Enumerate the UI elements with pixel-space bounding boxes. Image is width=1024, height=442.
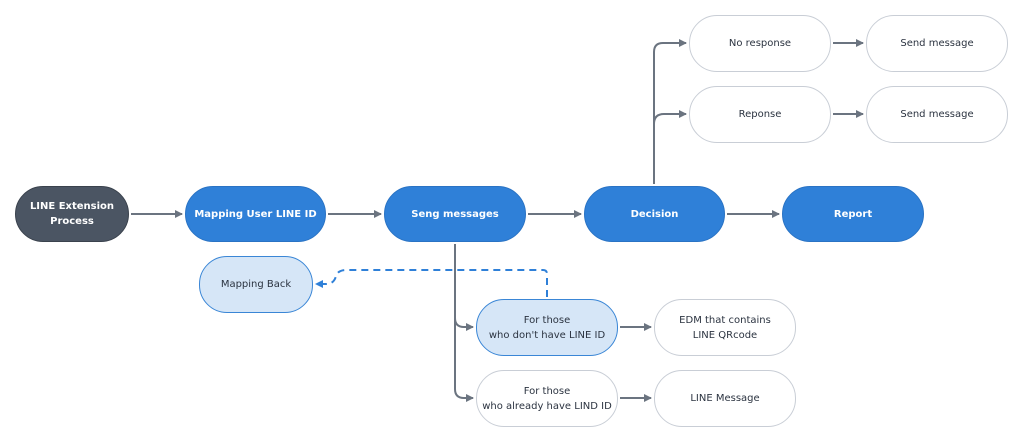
send-message-node-1[interactable]: Send message [866, 15, 1008, 72]
node-label: EDM that contains LINE QRcode [679, 314, 771, 341]
node-label: For those who already have LIND ID [482, 385, 612, 412]
node-label: Mapping Back [220, 279, 292, 290]
node-label: Decision [630, 208, 679, 220]
line-message-node[interactable]: LINE Message [654, 370, 796, 427]
line-extension-process-node[interactable]: LINE Extension Process [15, 186, 129, 242]
node-label: Send message [900, 38, 974, 49]
node-label: Seng messages [411, 208, 499, 220]
seng-messages-node[interactable]: Seng messages [384, 186, 526, 242]
node-label: Send message [900, 109, 974, 120]
edge-seng-messages-to-have-lind-id [454, 318, 474, 402]
no-response-node[interactable]: No response [689, 15, 831, 72]
node-label: Reponse [738, 109, 782, 120]
node-label: LINE Extension Process [29, 201, 115, 227]
mapping-user-line-id-node[interactable]: Mapping User LINE ID [185, 186, 326, 242]
report-node[interactable]: Report [782, 186, 924, 242]
node-label: Mapping User LINE ID [194, 208, 317, 220]
node-label: For those who don't have LINE ID [488, 314, 606, 341]
edge-seng-messages-to-no-line-id [454, 244, 474, 331]
node-label: Report [833, 208, 873, 220]
node-label: LINE Message [690, 393, 760, 404]
decision-node[interactable]: Decision [584, 186, 725, 242]
reponse-node[interactable]: Reponse [689, 86, 831, 143]
edge-decision-to-no-response [653, 39, 687, 184]
node-label: No response [728, 38, 792, 49]
have-lind-id-node[interactable]: For those who already have LIND ID [476, 370, 618, 427]
send-message-node-2[interactable]: Send message [866, 86, 1008, 143]
edm-line-qrcode-node[interactable]: EDM that contains LINE QRcode [654, 299, 796, 356]
mapping-back-node[interactable]: Mapping Back [199, 256, 313, 313]
edge-decision-to-reponse [653, 110, 687, 125]
no-line-id-node[interactable]: For those who don't have LINE ID [476, 299, 618, 356]
edge-no-line-id-to-mapping-back [315, 269, 548, 297]
